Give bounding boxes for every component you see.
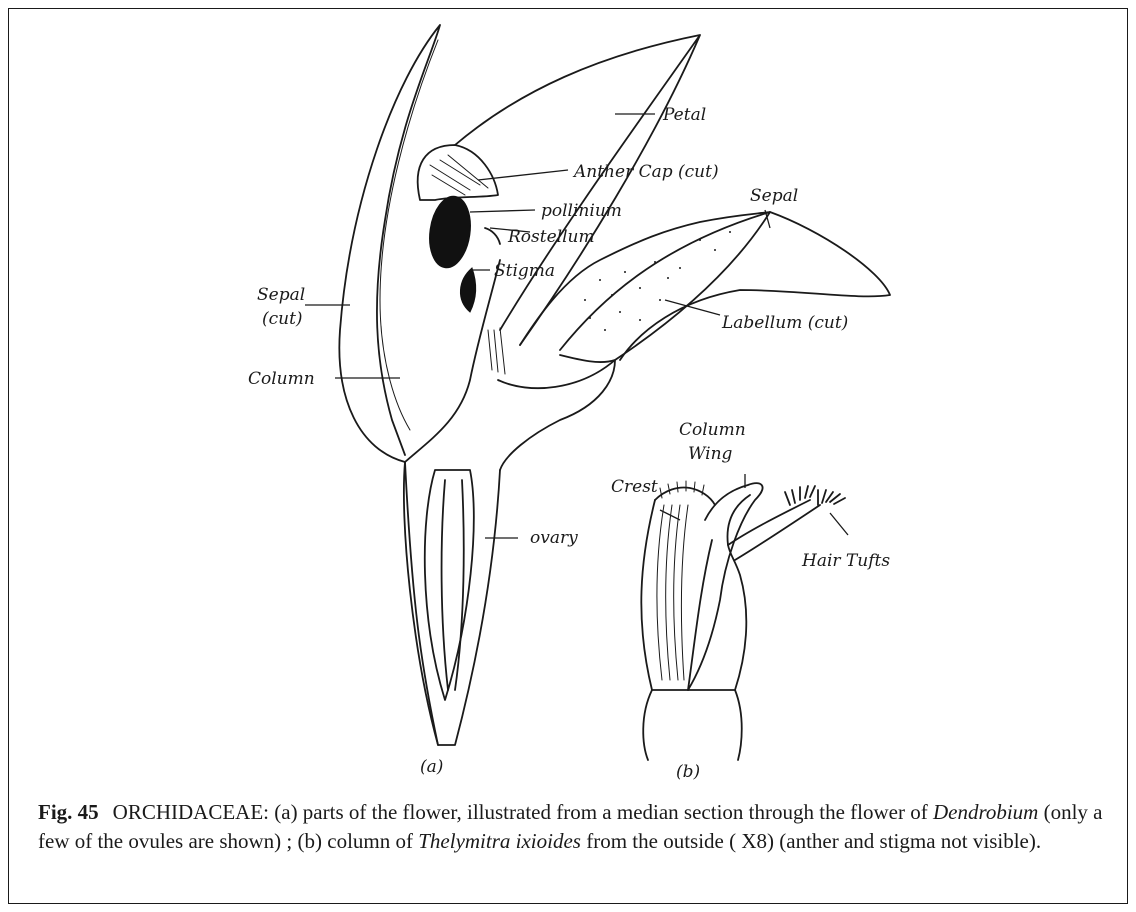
column-thelymitra-b: Column Wing Crest Hair Tufts (b) [611, 420, 890, 782]
column-wing-shape [688, 483, 763, 690]
label-petal: Petal [662, 105, 706, 125]
label-crest: Crest [611, 477, 658, 497]
label-hair-tufts: Hair Tufts [801, 551, 890, 571]
column-b-base [643, 690, 742, 760]
label-column-wing-2: Wing [688, 444, 733, 464]
caption-fig-number: Fig. 45 [38, 800, 99, 824]
sepal-cut-shape [339, 25, 440, 745]
sepal-right-shape [560, 212, 890, 360]
anther-cap-shape [418, 145, 498, 200]
caption-family: ORCHIDACEAE: (a) parts of the flower, il… [113, 800, 933, 824]
label-rostellum: Rostellum [507, 227, 595, 247]
crest-shape [655, 488, 715, 506]
label-stigma: Stigma [494, 261, 555, 281]
label-labellum: Labellum (cut) [721, 313, 848, 333]
label-pollinium: pollinium [541, 201, 622, 221]
leader-hair-tufts [830, 513, 848, 535]
label-sepal-cut-1: Sepal [257, 285, 305, 305]
column-shape [405, 260, 500, 462]
panel-label-a: (a) [420, 757, 443, 777]
panel-label-b: (b) [676, 762, 700, 782]
anther-cap-hatching [430, 155, 488, 195]
pollinium-shape [425, 194, 475, 271]
caption-genus-a: Dendrobium [933, 800, 1038, 824]
caption-tail: from the outside ( X8) (anther and stigm… [581, 829, 1041, 853]
caption-species-b: Thelymitra ixioides [418, 829, 581, 853]
column-hatching [488, 328, 505, 374]
flower-base-shape [498, 360, 615, 470]
ovary-shape [404, 462, 500, 745]
flower-section-a: Petal Anther Cap (cut) pollinium Rostell… [248, 25, 890, 777]
label-column: Column [248, 369, 315, 389]
stigma-shape [460, 268, 475, 312]
label-sepal-top: Sepal [750, 186, 798, 206]
rostellum-shape [485, 228, 500, 244]
label-sepal-cut-2: (cut) [262, 309, 303, 329]
hair-tufts-shape [785, 486, 845, 505]
label-column-wing-1: Column [679, 420, 746, 440]
label-anther-cap: Anther Cap (cut) [572, 162, 719, 182]
leader-pollinium [470, 210, 535, 212]
column-b-body [641, 495, 750, 690]
petal-shape [455, 35, 700, 345]
ovary-chamber [425, 470, 474, 700]
figure-caption: Fig. 45 ORCHIDACEAE: (a) parts of the flo… [38, 798, 1108, 856]
ovule-line-left [442, 480, 448, 690]
column-b-hatching [657, 505, 688, 680]
label-ovary: ovary [530, 528, 578, 548]
labellum-stipple [584, 231, 731, 331]
